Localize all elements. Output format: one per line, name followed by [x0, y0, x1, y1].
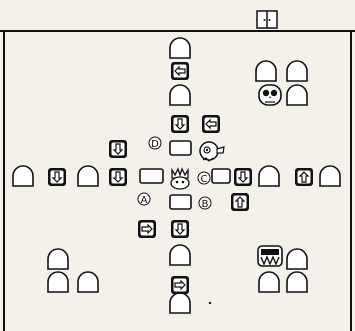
skull-icon[interactable]: [259, 85, 281, 105]
spot-label-a: A: [138, 193, 150, 206]
dome-space[interactable]: [259, 272, 279, 292]
double-door-icon[interactable]: [257, 11, 277, 28]
arrow-down-tile[interactable]: [48, 168, 66, 186]
dome-space[interactable]: [287, 85, 307, 105]
arrow-down-tile[interactable]: [234, 168, 252, 186]
spot-label-b: B: [199, 197, 211, 210]
dome-space[interactable]: [170, 38, 190, 58]
dome-space[interactable]: [256, 61, 276, 81]
dome-space[interactable]: [48, 249, 68, 269]
arrow-down-tile[interactable]: [109, 168, 127, 186]
svg-text:D: D: [151, 139, 159, 150]
round-creature-icon[interactable]: [200, 142, 224, 161]
crowned-king-icon[interactable]: [171, 169, 189, 189]
treasure-chest-icon[interactable]: [258, 246, 282, 266]
dome-space[interactable]: [259, 166, 279, 186]
svg-text:A: A: [141, 195, 148, 206]
dome-space[interactable]: [78, 272, 98, 292]
flat-space-c[interactable]: [212, 169, 230, 183]
dome-space[interactable]: [170, 293, 190, 313]
dome-space[interactable]: [78, 166, 98, 186]
dome-space[interactable]: [287, 272, 307, 292]
arrow-left-tile[interactable]: [171, 62, 189, 80]
svg-text:C: C: [201, 174, 208, 185]
spot-label-d: D: [149, 137, 161, 150]
dome-space[interactable]: [170, 245, 190, 265]
header-bar: [0, 0, 355, 31]
arrow-left-tile[interactable]: [202, 115, 220, 133]
arrow-down-tile[interactable]: [171, 115, 189, 133]
arrow-down-tile[interactable]: [171, 220, 189, 238]
dome-space[interactable]: [287, 249, 307, 269]
arrow-right-tile[interactable]: [138, 220, 156, 238]
speck: [209, 302, 211, 304]
arrow-down-tile[interactable]: [109, 140, 127, 158]
dome-space[interactable]: [13, 166, 33, 186]
arrow-up-tile[interactable]: [231, 193, 249, 211]
svg-text:B: B: [202, 199, 209, 210]
arrow-right-tile[interactable]: [171, 276, 189, 294]
arrow-up-tile[interactable]: [295, 168, 313, 186]
flat-space-a[interactable]: [140, 169, 163, 183]
dome-space[interactable]: [287, 61, 307, 81]
dome-space[interactable]: [320, 166, 340, 186]
dome-space[interactable]: [48, 272, 68, 292]
spot-label-c: C: [198, 172, 210, 185]
dome-space[interactable]: [170, 85, 190, 105]
flat-space-b[interactable]: [170, 195, 191, 209]
flat-space-d[interactable]: [170, 141, 191, 155]
